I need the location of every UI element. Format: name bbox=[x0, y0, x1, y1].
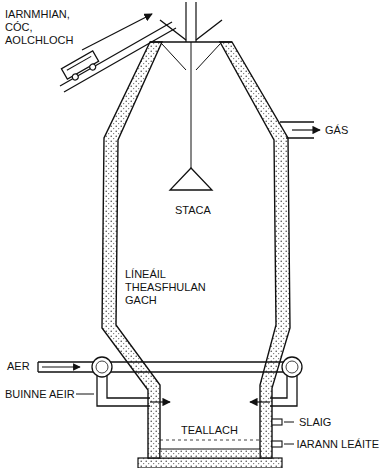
leader-line bbox=[284, 444, 294, 445]
material-label: IARNMHIAN, CÓC, AOLCHLOCH bbox=[4, 8, 78, 47]
skip-cart-wheel bbox=[89, 63, 97, 71]
bustle-pipe-section bbox=[92, 357, 112, 377]
part-label: STACA bbox=[174, 204, 212, 217]
bustle-pipe-section bbox=[96, 361, 108, 373]
slag-tap bbox=[272, 419, 282, 425]
gas-arrow bbox=[292, 129, 320, 130]
bell-rod bbox=[191, 42, 192, 168]
air-arrow bbox=[42, 366, 80, 367]
iron-tap bbox=[272, 441, 282, 447]
part-label: AER bbox=[6, 360, 31, 373]
leader-line bbox=[284, 422, 294, 423]
charge-arrow bbox=[82, 14, 152, 50]
part-label: BUINNE AEIR bbox=[4, 388, 76, 401]
skip-cart-body bbox=[61, 51, 98, 79]
skip-cart-rim bbox=[67, 56, 91, 70]
part-label: IARANN LEÁITE bbox=[295, 438, 380, 451]
part-label: LÍNEÁIL THEASFHULAN GACH bbox=[124, 268, 200, 307]
skip-cart bbox=[61, 51, 101, 84]
hearth-floor bbox=[160, 449, 260, 458]
part-label: TEALLACH bbox=[180, 424, 239, 437]
molten-iron-level bbox=[160, 440, 260, 441]
bustle-pipe-section bbox=[282, 357, 302, 377]
tuyere-left bbox=[97, 376, 150, 406]
blast-arrow bbox=[250, 401, 270, 402]
skip-cart-wheel bbox=[71, 73, 79, 81]
part-label: SLAIG bbox=[298, 416, 332, 429]
part-label: GÁS bbox=[324, 124, 349, 137]
bustle-pipe bbox=[38, 362, 292, 372]
tuyere-right bbox=[270, 376, 297, 406]
bustle-pipe-section bbox=[286, 361, 298, 373]
bell-cone bbox=[170, 168, 212, 190]
foundation bbox=[138, 458, 282, 468]
left-wall bbox=[102, 42, 162, 458]
right-wall bbox=[220, 42, 290, 458]
bell-rods bbox=[186, 2, 196, 42]
blast-arrow bbox=[150, 401, 170, 402]
